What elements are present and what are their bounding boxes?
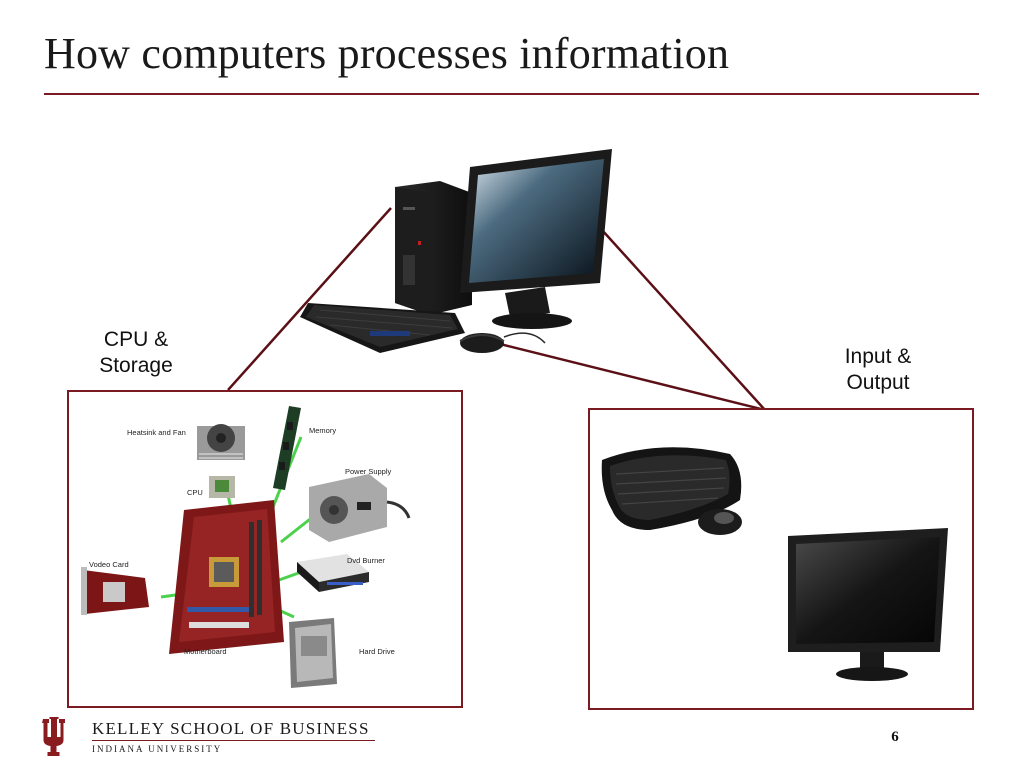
input-output-label: Input & Output — [818, 344, 938, 396]
cpu-storage-panel: Heatsink and Fan Memory Power Supply CPU… — [67, 390, 463, 708]
cpu-storage-label-line1: CPU & — [103, 328, 169, 351]
part-label-power-supply: Power Supply — [345, 467, 392, 476]
part-label-heatsink: Heatsink and Fan — [127, 428, 186, 437]
input-output-label-line1: Input & — [844, 345, 912, 368]
title-underline — [44, 93, 979, 95]
part-label-motherboard: Motherboard — [184, 647, 227, 656]
input-output-panel — [588, 408, 974, 710]
cpu-storage-label-line2: Storage — [99, 354, 173, 377]
desktop-computer-illustration — [300, 149, 612, 353]
footer-divider — [92, 740, 375, 741]
part-label-dvd-burner: Dvd Burner — [347, 556, 385, 565]
page-number: 6 — [891, 729, 899, 745]
part-label-memory: Memory — [309, 426, 337, 435]
input-output-label-line2: Output — [846, 371, 910, 394]
connector-line-monitor — [601, 229, 766, 411]
input-output-devices-illustration — [601, 447, 948, 681]
cpu-storage-label: CPU & Storage — [76, 327, 196, 379]
part-label-video-card: Vodeo Card — [89, 560, 129, 569]
university-name: INDIANA UNIVERSITY — [92, 744, 223, 754]
iu-trident-logo — [40, 717, 70, 756]
school-name: KELLEY SCHOOL OF BUSINESS — [92, 719, 370, 738]
part-label-cpu: CPU — [187, 488, 203, 497]
part-label-hard-drive: Hard Drive — [359, 647, 395, 656]
connector-line-cpu — [227, 207, 392, 391]
slide-title: How computers processes information — [44, 29, 730, 78]
connector-line-mouse — [499, 342, 766, 412]
computer-parts-illustration — [81, 406, 411, 688]
